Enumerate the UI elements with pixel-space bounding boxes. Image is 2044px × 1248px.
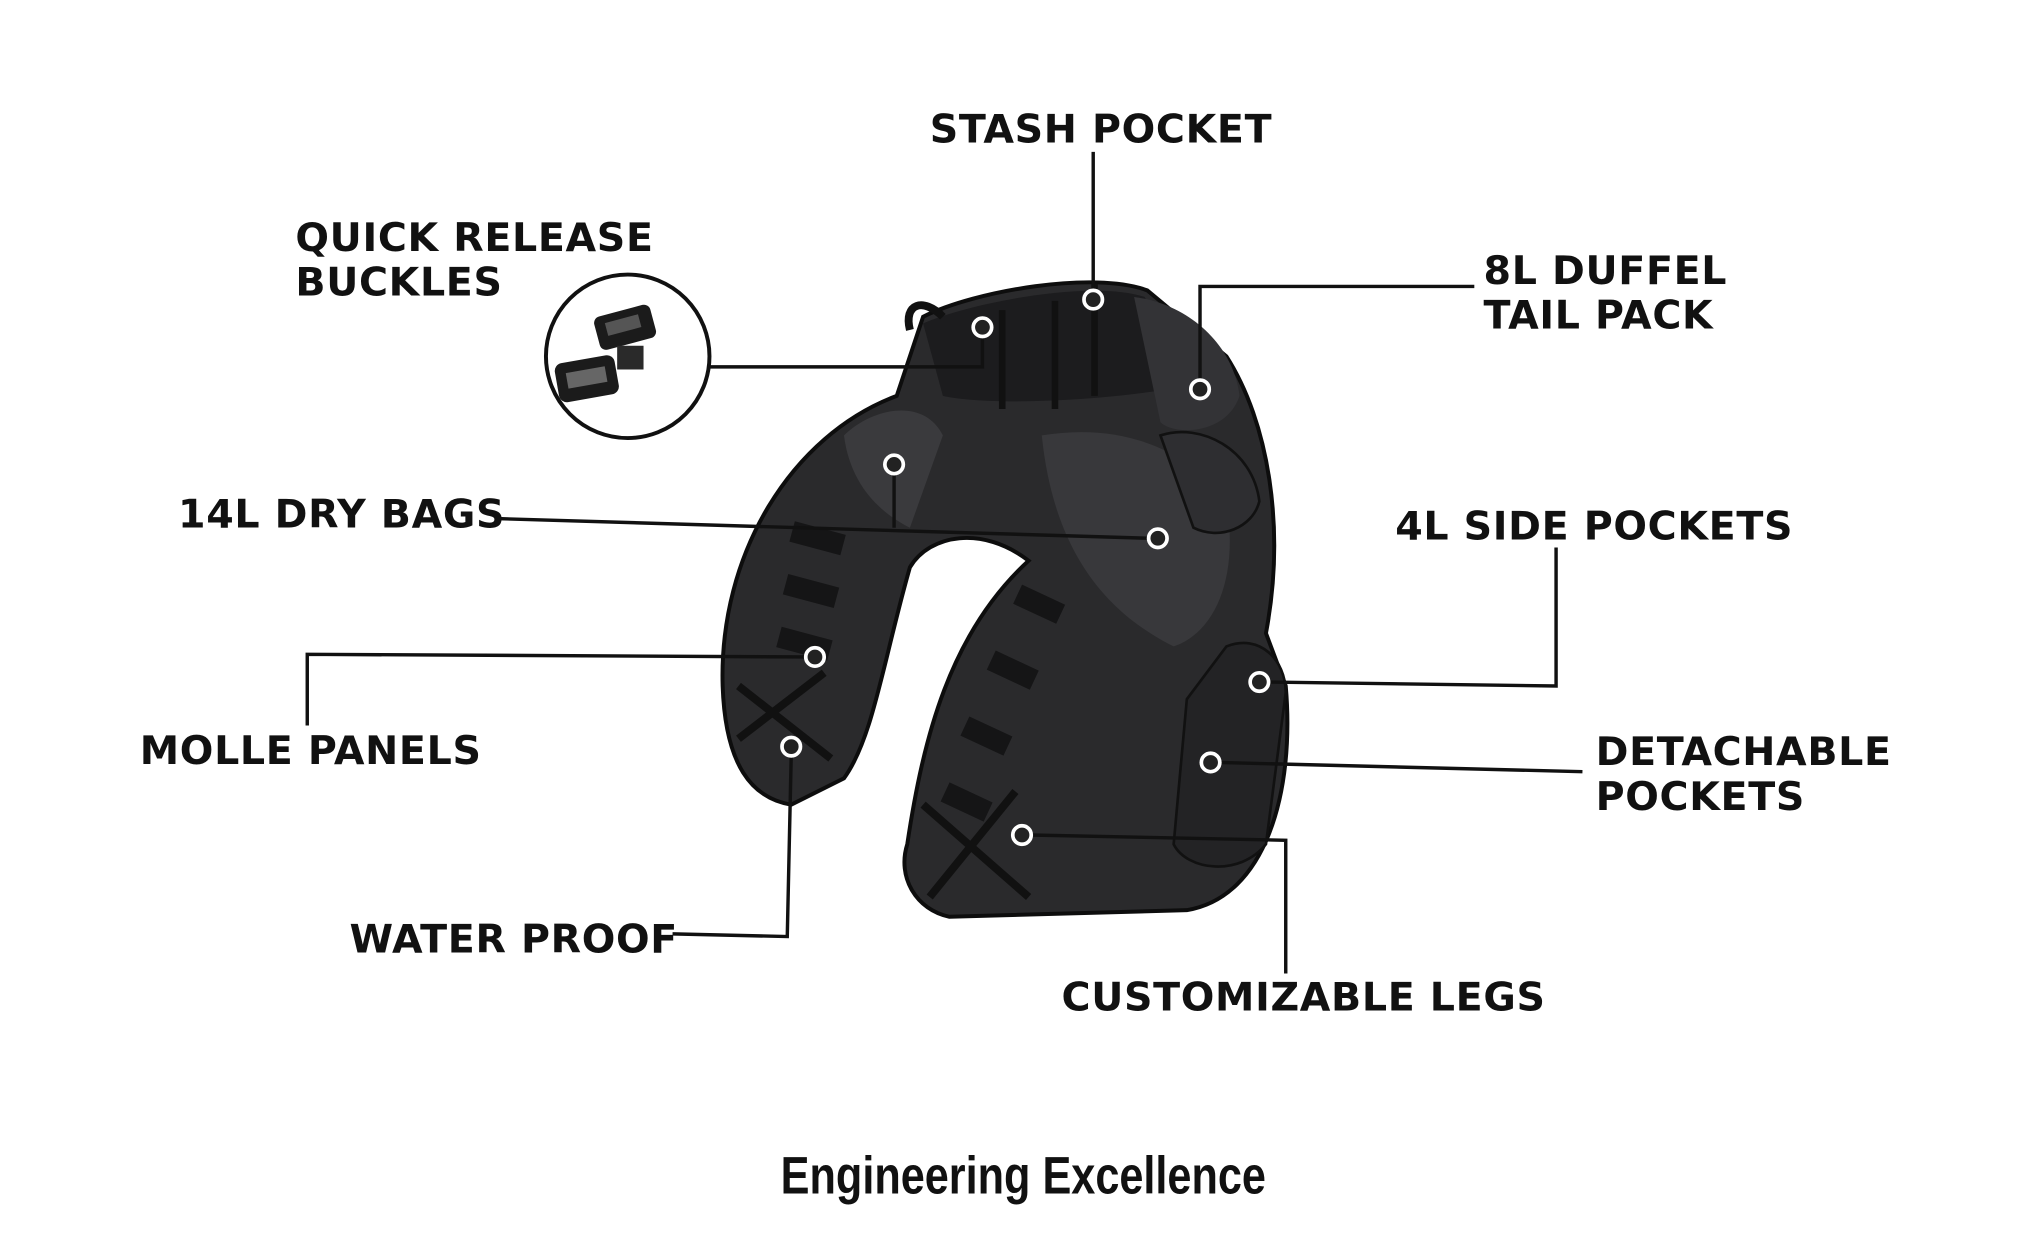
label-customizable-legs: CUSTOMIZABLE LEGS [1062,974,1546,1020]
label-quick-release-line2: BUCKLES [295,260,502,306]
label-quick-release-line1: QUICK RELEASE [295,215,653,261]
label-dry-bags: 14L DRY BAGS [178,492,505,538]
label-duffel-line2: TAIL PACK [1484,293,1714,339]
buckle-inset-image [543,272,712,441]
label-side-pockets: 4L SIDE POCKETS [1395,504,1793,550]
label-molle-panels: MOLLE PANELS [140,728,482,774]
label-duffel-line1: 8L DUFFEL [1484,248,1728,294]
leader-lines [305,151,1583,974]
label-water-proof: WATER PROOF [349,916,678,962]
label-stash-pocket: STASH POCKET [930,107,1273,153]
label-detachable-line1: DETACHABLE [1596,729,1892,775]
callout-dots [780,288,1271,847]
saddlebag-illustration [720,280,1290,919]
footer-title: Engineering Excellence [781,1147,1266,1206]
label-detachable-line2: POCKETS [1596,774,1805,820]
